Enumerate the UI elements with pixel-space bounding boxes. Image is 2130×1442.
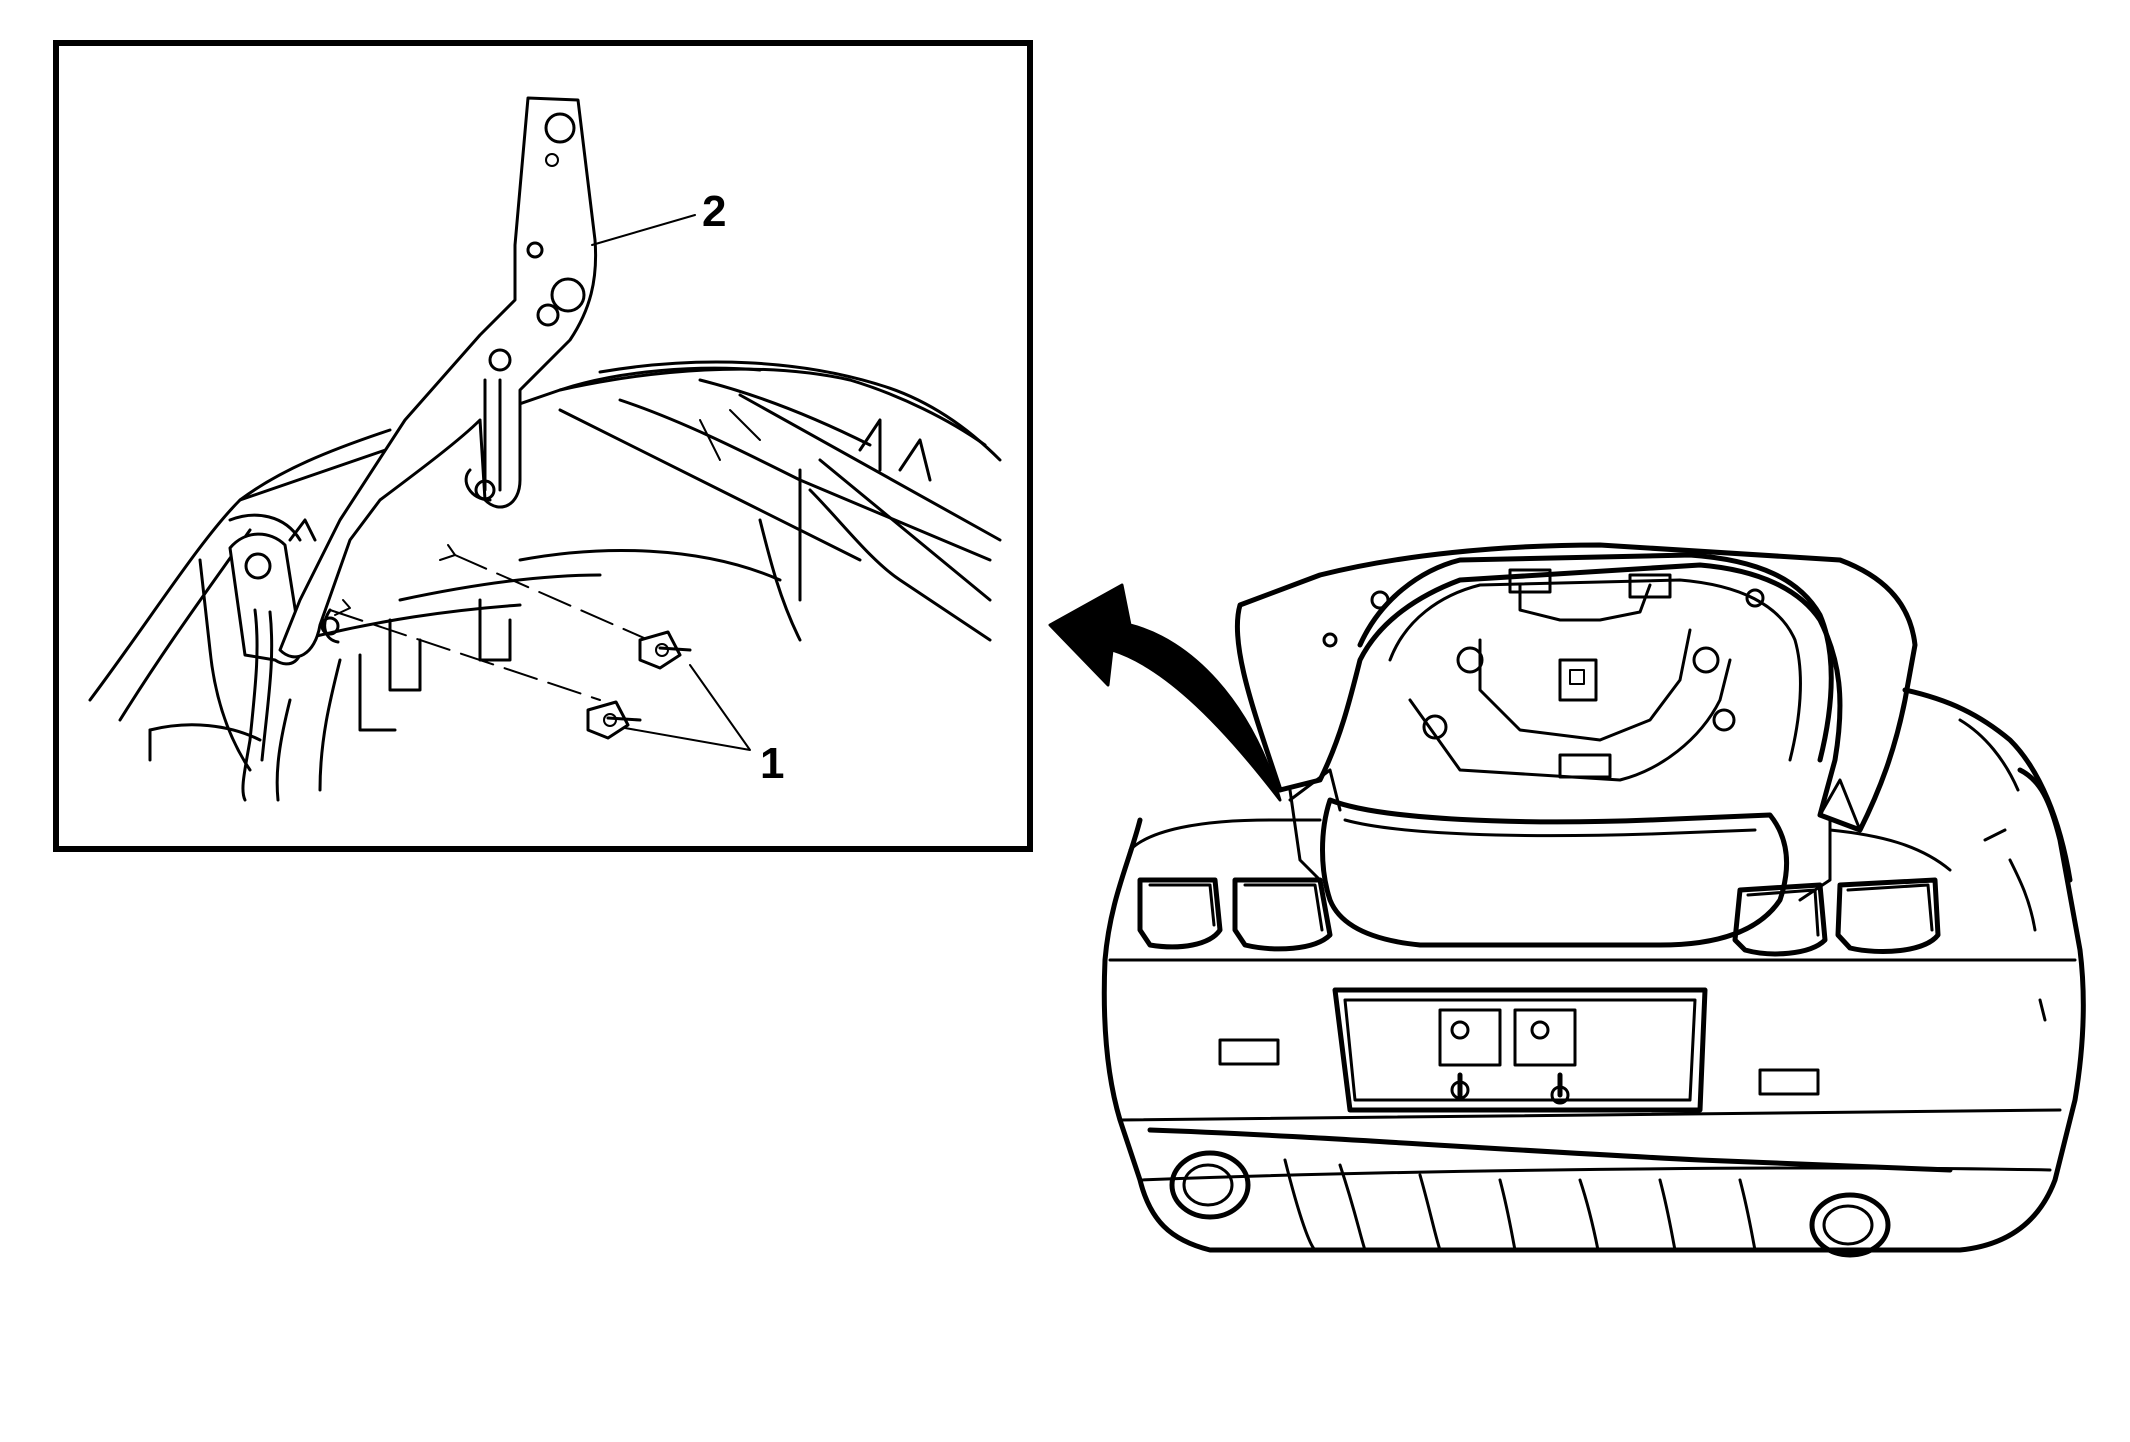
callout-2-leader [591, 214, 696, 246]
callout-2-label: 2 [702, 187, 726, 236]
trunk-body-lines [88, 360, 1002, 802]
callout-1-leader [624, 664, 751, 751]
direction-arrow [1048, 583, 1282, 802]
reflector-left [1218, 1038, 1280, 1066]
bolt-fastener-lower [586, 700, 642, 740]
license-plate-area [1332, 987, 1708, 1113]
rear-body-outline [1101, 767, 2086, 1253]
exhaust-tip-left [1169, 1150, 1251, 1220]
trunk-lid-hinge [278, 96, 598, 659]
hinge-pivot-bracket [228, 518, 317, 802]
trunk-opening [1288, 768, 1862, 948]
tail-lamp-right [1732, 828, 1952, 957]
detail-inset: 1 2 [53, 40, 1033, 852]
callout-1-label: 1 [760, 739, 784, 788]
rear-diffuser [1147, 1127, 1953, 1252]
bolt-leader-lines [329, 544, 661, 701]
trunk-lid-open [1234, 542, 1918, 833]
reflector-right [1758, 1068, 1820, 1096]
exhaust-tip-right [1809, 1192, 1891, 1258]
tail-lamp-left [1128, 818, 1333, 952]
bolt-fastener-upper [638, 630, 692, 670]
vehicle-rear-view [1101, 542, 2086, 1258]
